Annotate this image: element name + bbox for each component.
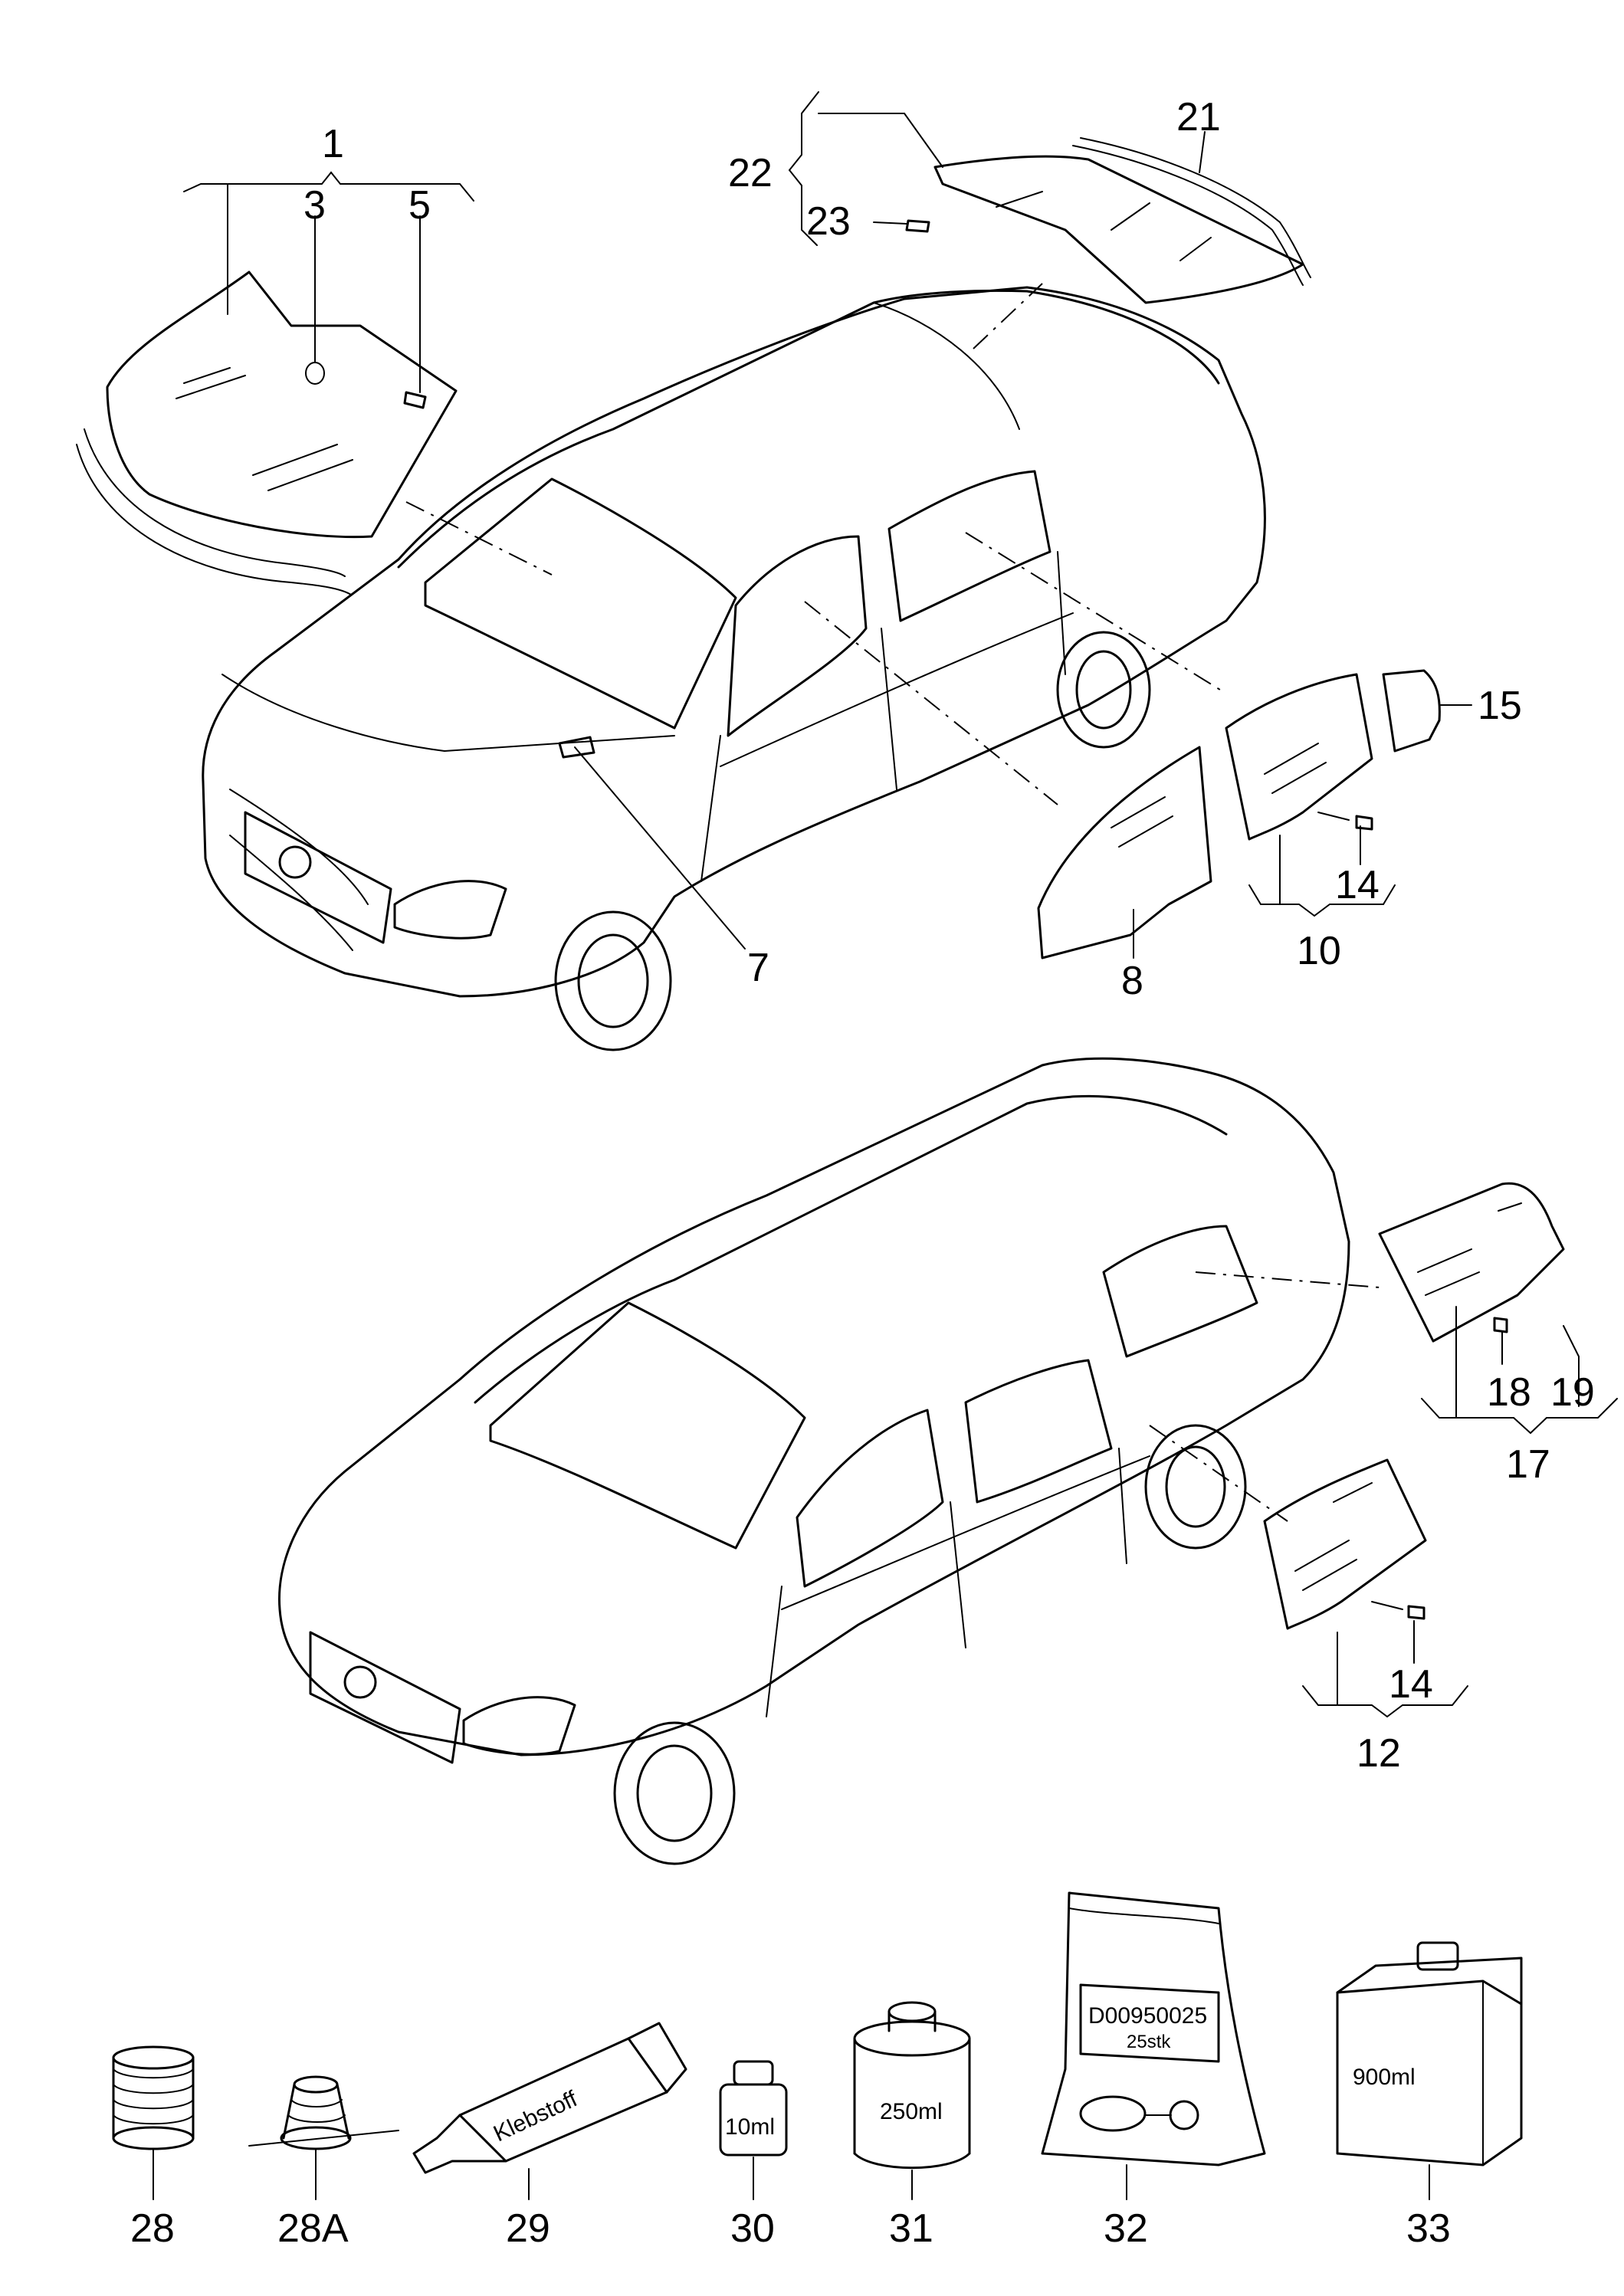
callout-10: 10 [1297,929,1341,973]
rear-window-part [905,137,1311,304]
rear-door-glass-part [1225,669,1441,841]
callout-30: 30 [730,2206,775,2251]
callout-33: 33 [1406,2206,1451,2251]
callout-28a: 28A [277,2206,349,2251]
sealing-cone-part [248,2075,399,2150]
callout-14-wagon: 14 [1389,1662,1433,1707]
callout-18: 18 [1487,1370,1531,1415]
callout-3: 3 [303,183,326,228]
leader-lines [153,91,1618,2200]
callout-5: 5 [408,183,431,228]
activator-box-part: 900ml [1336,1941,1523,2166]
sedan-illustration [202,286,1266,1051]
callout-29: 29 [506,2206,550,2251]
callout-14-sedan: 14 [1335,863,1380,907]
small-bottle-label: 10ml [725,2114,775,2140]
callout-28: 28 [130,2206,175,2251]
bag-quantity: 25stk [1127,2032,1171,2052]
callout-19: 19 [1550,1370,1595,1415]
primer-can-part: 250ml [853,2001,971,2170]
small-bottle-part: 10ml [719,2060,788,2157]
wipes-bag-part: D00950025 25stk [1041,1891,1266,2166]
windshield-part [76,271,458,595]
quarter-glass-part [1378,1182,1565,1343]
front-door-glass-part [1037,746,1212,959]
callout-12: 12 [1357,1731,1401,1776]
callout-labels: 1 3 5 7 8 10 14 15 21 22 23 12 14 17 18 … [130,95,1595,2251]
sealing-coil-part [112,2045,195,2150]
bag-code: D00950025 [1088,2003,1207,2029]
callout-21: 21 [1176,95,1221,139]
callout-8: 8 [1121,959,1143,1003]
wagon-rear-door-glass-part [1263,1458,1427,1630]
callout-15: 15 [1478,684,1522,728]
callout-31: 31 [889,2206,933,2251]
box-label: 900ml [1353,2065,1416,2090]
callout-7: 7 [747,946,769,990]
callout-17: 17 [1506,1442,1550,1487]
wagon-illustration [277,1057,1350,1865]
can-label: 250ml [880,2099,943,2124]
callout-1: 1 [322,122,344,166]
callout-23: 23 [806,199,851,244]
callout-22: 22 [728,151,773,195]
callout-32: 32 [1104,2206,1148,2251]
adhesive-tube-part: Klebstoff [412,2022,687,2174]
